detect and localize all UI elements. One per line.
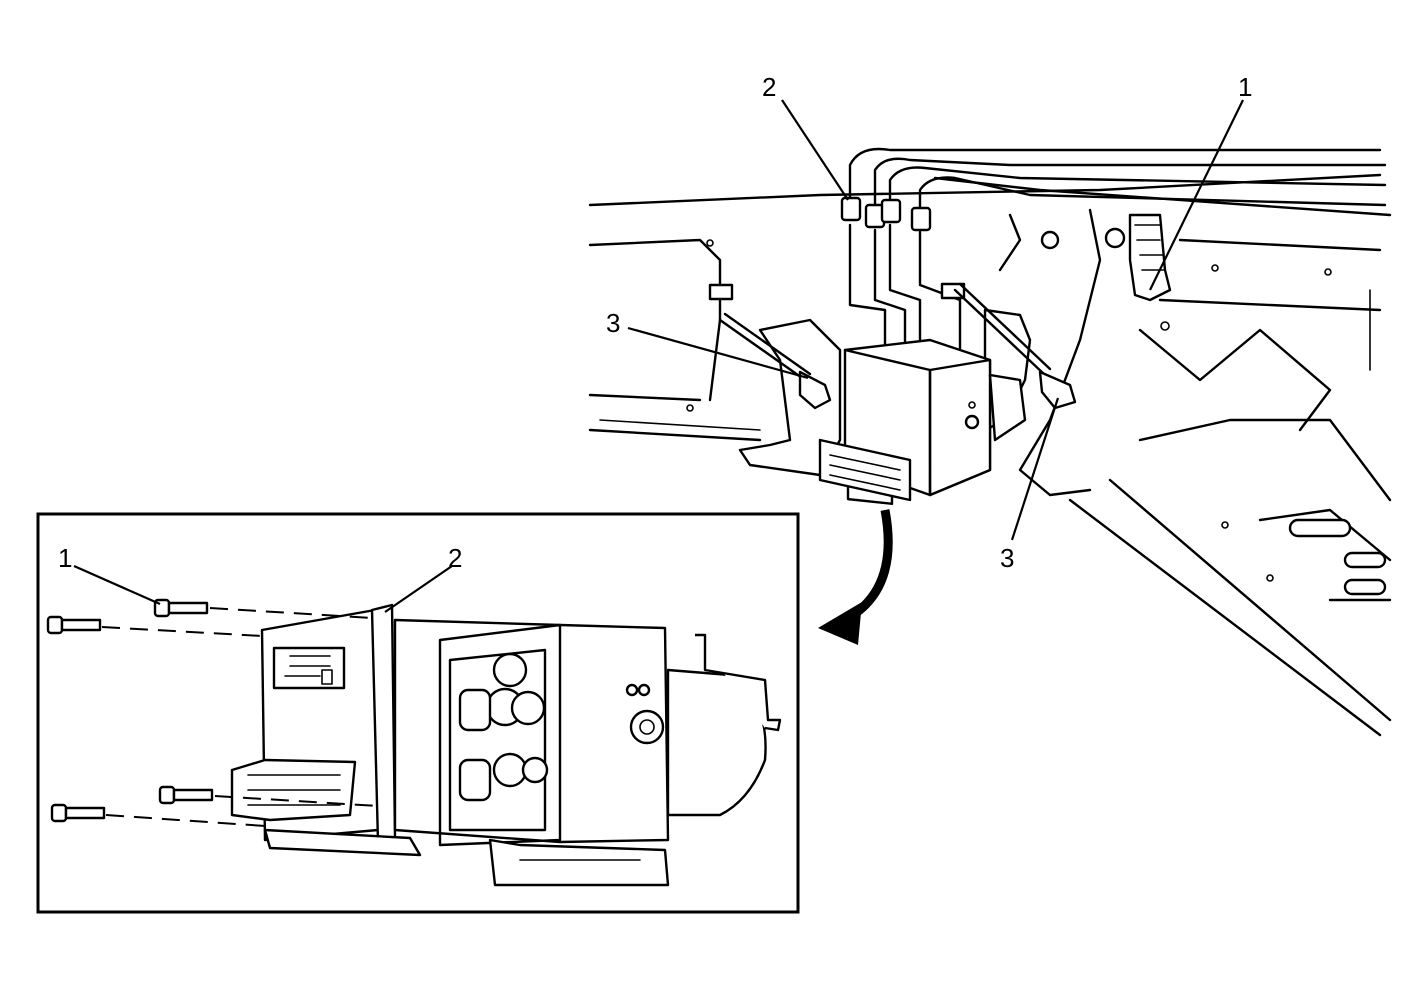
callout-main-3-right: 3 — [1000, 397, 1060, 573]
mounting-bolt-right — [953, 282, 1077, 410]
callout-label: 2 — [762, 72, 776, 102]
callout-main-2: 2 — [762, 72, 849, 201]
inset-detail-view — [36, 512, 800, 914]
curved-arrow-icon — [818, 509, 893, 645]
inset-screw-2 — [46, 615, 263, 637]
brake-lines — [840, 147, 1392, 357]
inset-screw-3 — [158, 785, 379, 807]
callout-label: 3 — [1000, 543, 1014, 573]
abs-module-main — [818, 338, 1027, 505]
mounting-bolt-left — [718, 312, 832, 410]
callout-inset-1: 1 — [58, 543, 161, 606]
inset-screw-4 — [50, 803, 266, 827]
callout-label: 1 — [58, 543, 72, 573]
callout-label: 1 — [1238, 72, 1252, 102]
callout-inset-2: 2 — [384, 543, 462, 613]
wiring-harness-clip — [1128, 213, 1172, 302]
callout-main-1: 1 — [1149, 72, 1252, 291]
callout-main-3-left: 3 — [606, 308, 809, 380]
callout-label: 3 — [606, 308, 620, 338]
